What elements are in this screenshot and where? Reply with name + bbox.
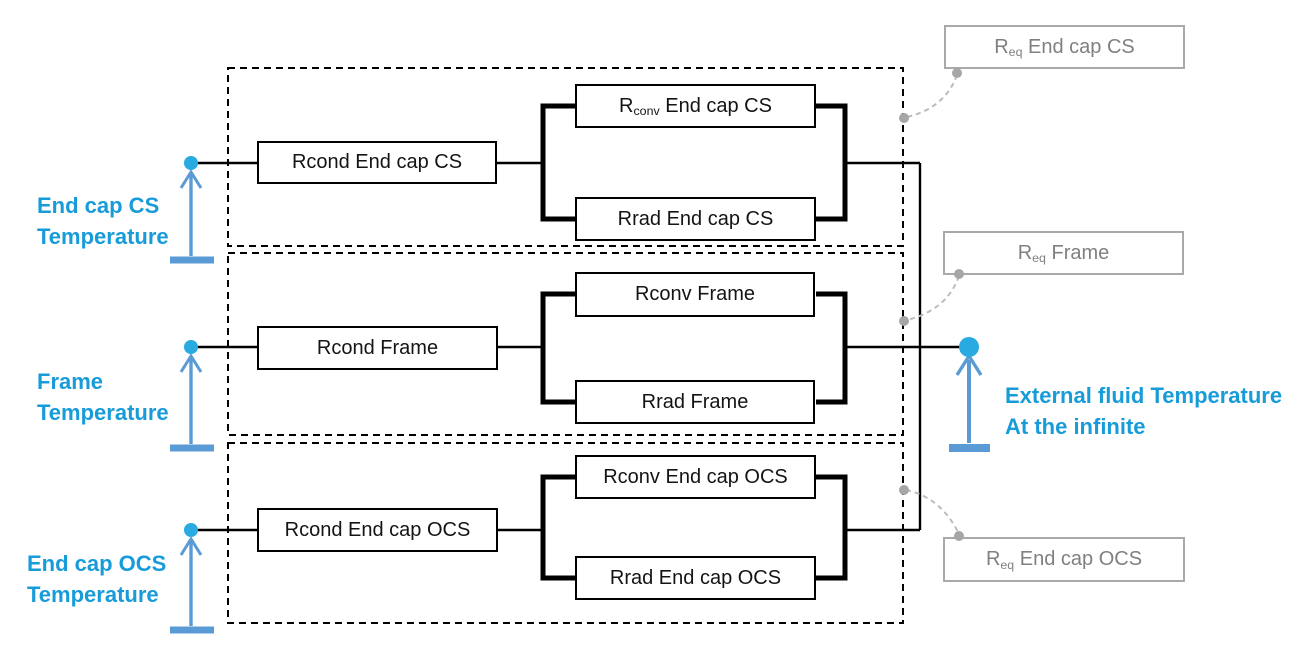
resistor-box-rcond-end-cap-ocs: Rcond End cap OCS (257, 508, 498, 552)
label-line: Temperature (27, 582, 159, 607)
label-line: Temperature (37, 400, 169, 425)
junction-right-frame (816, 291, 848, 405)
junction-left-cs (540, 103, 575, 222)
parallel-junctions (540, 103, 848, 581)
resistor-label: Rcond Frame (316, 336, 439, 359)
label-line: End cap CS (37, 193, 160, 218)
junction-right-ocs (816, 474, 848, 581)
resistor-label: Rrad End cap OCS (609, 566, 782, 589)
node-end-cap-ocs (184, 523, 198, 537)
node-frame (184, 340, 198, 354)
label-external-fluid-temperature: External fluid Temperature At the infini… (1005, 380, 1282, 442)
resistor-box-rrad-end-cap-ocs: Rrad End cap OCS (575, 556, 816, 600)
resistor-label: Rconv Frame (634, 283, 756, 305)
temperature-arrows (170, 169, 990, 634)
temperature-arrow-frame (170, 353, 214, 452)
label-line: Temperature (37, 224, 169, 249)
temperature-nodes (184, 156, 979, 537)
dashed-border-end-cap-ocs (227, 442, 904, 624)
temperature-arrow-end-cap-ocs (170, 536, 214, 634)
junction-left-ocs (540, 474, 575, 581)
req-box-end-cap-ocs: Req End cap OCS (943, 537, 1185, 582)
temperature-arrow-external (949, 352, 990, 452)
resistor-label: Rconv End cap CS (619, 94, 772, 119)
resistor-box-rrad-end-cap-cs: Rrad End cap CS (575, 197, 816, 241)
resistor-label: Rconv End cap OCS (603, 465, 788, 488)
wires (191, 161, 969, 532)
junction-right-cs (816, 103, 848, 222)
resistor-label: Rrad Frame (641, 390, 749, 413)
node-end-cap-cs (184, 156, 198, 170)
resistor-label: Rcond End cap CS (291, 151, 463, 173)
resistor-box-rconv-end-cap-ocs: Rconv End cap OCS (575, 455, 816, 499)
junction-left-frame (540, 291, 575, 405)
resistor-box-rconv-frame: Rconv Frame (575, 272, 815, 317)
dashed-border-frame (227, 252, 904, 436)
resistor-label: Rrad End cap CS (617, 207, 774, 230)
label-line: At the infinite (1005, 414, 1146, 439)
resistor-box-rrad-frame: Rrad Frame (575, 380, 815, 424)
label-end-cap-cs-temperature: End cap CS Temperature (37, 190, 169, 252)
temperature-arrow-end-cap-cs (170, 169, 214, 264)
label-line: External fluid Temperature (1005, 383, 1283, 408)
req-box-end-cap-cs: Req End cap CS (944, 25, 1185, 69)
resistor-label: Rcond End cap OCS (284, 518, 471, 541)
resistor-box-rconv-end-cap-cs: Rconv End cap CS (575, 84, 816, 128)
resistor-box-rcond-frame: Rcond Frame (257, 326, 498, 370)
label-line: End cap OCS (27, 551, 167, 576)
label-line: Frame (37, 369, 104, 394)
label-end-cap-ocs-temperature: End cap OCS Temperature (27, 548, 166, 610)
resistor-box-rcond-end-cap-cs: Rcond End cap CS (257, 141, 497, 184)
dashed-border-end-cap-cs (227, 67, 904, 247)
req-box-frame: Req Frame (943, 231, 1184, 275)
node-external-fluid (959, 337, 979, 357)
req-label: Req End cap OCS (985, 548, 1143, 572)
req-label: Req Frame (1017, 241, 1110, 266)
label-frame-temperature: Frame Temperature (37, 366, 169, 428)
req-label: Req End cap CS (994, 35, 1135, 60)
